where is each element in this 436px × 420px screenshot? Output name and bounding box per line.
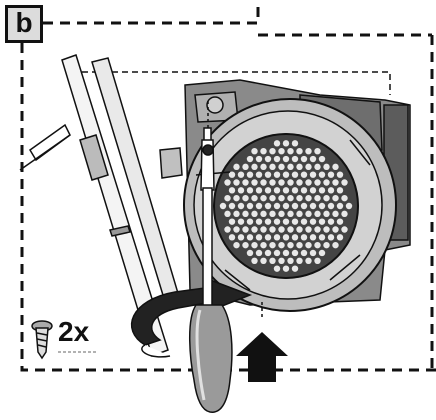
unit-outline [72, 71, 391, 95]
fan-grille [219, 140, 353, 272]
fan-cover [183, 98, 397, 312]
dashed-frame [20, 4, 436, 372]
screw-quantity: 2x [58, 316, 90, 347]
front-panel [19, 54, 181, 357]
up-arrow-icon [236, 302, 288, 382]
screw-icon [31, 320, 53, 360]
step-indicator: b [5, 5, 43, 43]
rotate-arrow-icon [130, 276, 253, 358]
screwdriver-icon [188, 100, 233, 413]
step-label: b [15, 6, 33, 38]
